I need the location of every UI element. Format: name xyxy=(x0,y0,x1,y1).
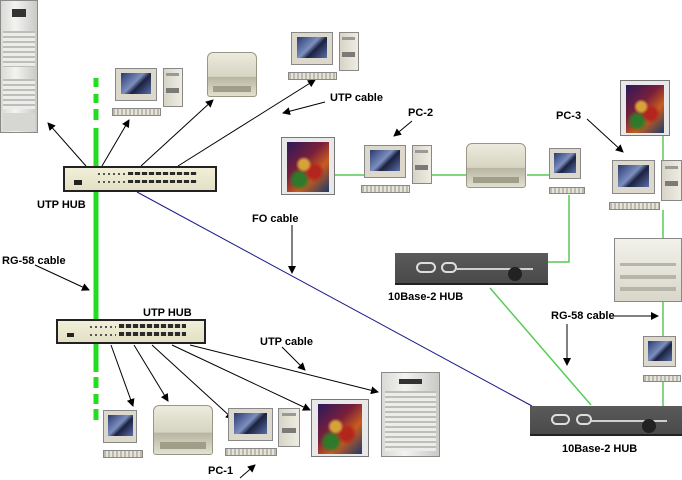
pc3-pointer xyxy=(586,118,624,153)
10base2-hub-mid-icon xyxy=(395,253,548,285)
utp-to-server-bottom xyxy=(189,344,379,395)
laser-printer-icon xyxy=(207,52,257,97)
utp-to-pc xyxy=(101,119,130,167)
pc-icon xyxy=(112,68,183,116)
pc1-computer-icon xyxy=(225,408,300,456)
pc2-label: PC-2 xyxy=(408,107,434,119)
plotter-icon xyxy=(281,137,335,195)
utp-to-printer-bottom xyxy=(133,344,169,402)
utp-hub-bottom-icon xyxy=(56,319,206,344)
10base2-hub-mid-label: 10Base-2 HUB xyxy=(388,291,464,303)
10base2-hub-bottom-label: 10Base-2 HUB xyxy=(562,443,638,455)
server-tower-icon xyxy=(0,0,38,133)
pc1-label: PC-1 xyxy=(208,465,234,477)
utp-to-pc1 xyxy=(151,344,234,420)
utp-hub-bottom-label: UTP HUB xyxy=(143,307,192,319)
utp-cable-pointer-bottom xyxy=(281,346,306,371)
server-cabinet-icon xyxy=(381,372,440,457)
coax-hub-to-hub xyxy=(489,287,592,406)
utp-hub-top-icon xyxy=(63,166,217,192)
laser-printer-icon xyxy=(466,143,526,188)
rg58-left-pointer xyxy=(34,264,90,291)
utp-cables-top xyxy=(47,79,316,167)
utp-cable-bottom-label: UTP cable xyxy=(260,336,313,348)
fo-cable-line xyxy=(136,191,533,407)
10base2-hub-bottom-icon xyxy=(530,406,682,436)
pc-icon xyxy=(643,336,681,382)
utp-to-pc-bottom-left xyxy=(110,344,135,407)
utp-to-plotter xyxy=(171,344,311,411)
pc1-pointer xyxy=(239,464,256,479)
utp-to-server xyxy=(47,122,87,167)
laser-printer-icon xyxy=(153,405,213,455)
label-pointers xyxy=(34,118,659,479)
coax-pc-hub xyxy=(548,195,570,263)
pc2-pointer xyxy=(393,120,413,137)
rg58-cable-left-label: RG-58 cable xyxy=(2,255,66,267)
pc3-computer-icon xyxy=(609,160,682,210)
utp-to-pc-top-right xyxy=(177,79,316,167)
pc3-label: PC-3 xyxy=(556,110,582,122)
pc-icon xyxy=(288,32,359,80)
pc-icon xyxy=(103,410,143,458)
utp-cables-bottom xyxy=(110,344,379,420)
rg58-cable-right-label: RG-58 cable xyxy=(551,310,615,322)
fo-cable-label: FO cable xyxy=(252,213,299,225)
utp-cable-pointer-top xyxy=(282,101,326,116)
utp-cable-top-label: UTP cable xyxy=(330,92,383,104)
pc2-computer-icon xyxy=(361,145,432,193)
plotter-icon xyxy=(311,399,369,457)
pc-icon xyxy=(549,148,585,194)
utp-hub-top-label: UTP HUB xyxy=(37,199,86,211)
plotter-icon xyxy=(620,80,670,136)
utp-to-printer xyxy=(140,99,214,167)
large-printer-icon xyxy=(614,238,682,302)
